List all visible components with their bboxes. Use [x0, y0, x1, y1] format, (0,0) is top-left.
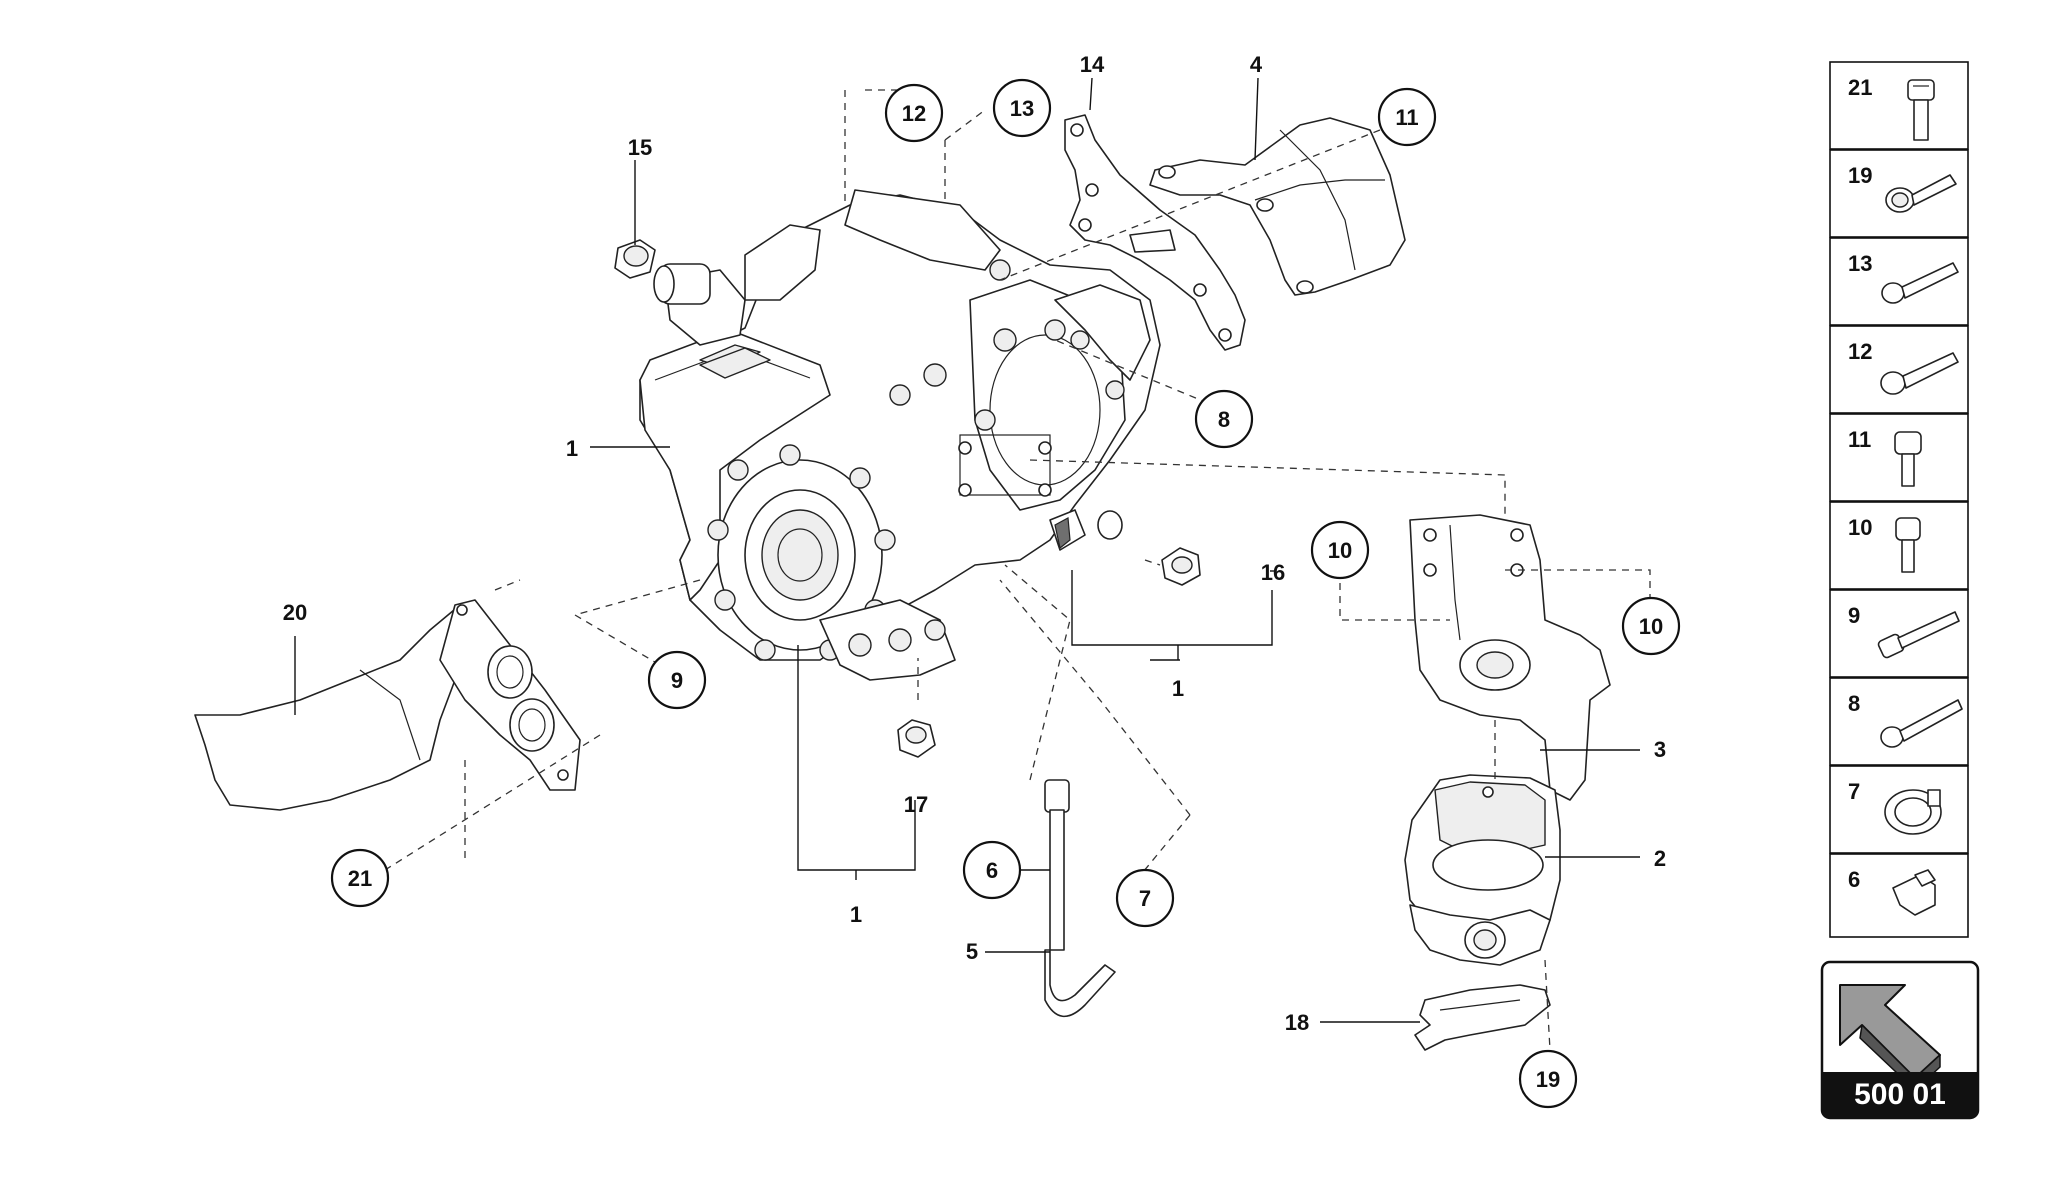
engine-mount-2	[1404, 774, 1561, 966]
svg-text:19: 19	[1848, 163, 1872, 188]
nav-code: 500 01	[1854, 1078, 1946, 1111]
legend-item-9[interactable]: 9	[1829, 589, 1969, 678]
bolt-12-icon	[1880, 352, 1959, 395]
legend-item-11[interactable]: 11	[1829, 413, 1969, 502]
legend-item-19[interactable]: 19	[1829, 149, 1969, 238]
svg-text:9: 9	[671, 668, 683, 693]
plug-17	[897, 719, 936, 758]
bolt-11-icon	[1894, 431, 1922, 487]
clamp-7-icon	[1884, 789, 1942, 835]
callout-8: 8	[1194, 389, 1254, 449]
legend-item-7[interactable]: 7	[1829, 765, 1969, 854]
housing-bosses	[889, 259, 1125, 431]
label-18: 18	[1285, 1010, 1309, 1035]
callout-10-right: 10	[1621, 596, 1681, 656]
label-20: 20	[283, 600, 307, 625]
label-15: 15	[628, 135, 652, 160]
bolt-21-icon	[1907, 79, 1935, 141]
callout-7: 7	[1115, 868, 1175, 928]
svg-text:8: 8	[1218, 407, 1230, 432]
svg-text:12: 12	[902, 101, 926, 126]
svg-text:8: 8	[1848, 691, 1860, 716]
plug-16	[1161, 547, 1201, 586]
fastener-legend: 21 19 13	[1829, 61, 1969, 938]
label-4: 4	[1250, 52, 1263, 77]
legend-item-6[interactable]: 6	[1829, 853, 1969, 938]
legend-item-8[interactable]: 8	[1829, 677, 1969, 766]
dashed-connectors	[384, 89, 1651, 1051]
legend-item-13[interactable]: 13	[1829, 237, 1969, 326]
svg-text:21: 21	[348, 866, 372, 891]
gearbox-housing	[639, 189, 1161, 681]
svg-text:11: 11	[1848, 427, 1871, 452]
svg-text:10: 10	[1328, 538, 1352, 563]
heat-shield-4	[1149, 117, 1406, 296]
label-5: 5	[966, 939, 978, 964]
bracket-14	[1064, 114, 1246, 351]
label-3: 3	[1654, 737, 1666, 762]
mount-bracket-3	[1409, 514, 1611, 801]
circled-callouts: 12 13 11 8 10 10 9 6	[330, 78, 1681, 1109]
svg-text:7: 7	[1848, 779, 1860, 804]
svg-text:11: 11	[1395, 105, 1418, 130]
svg-text:7: 7	[1139, 886, 1151, 911]
part-number-labels: 1 1 1 2 3 4 5 14 15 16 17 18 20	[283, 52, 1666, 1035]
callout-19: 19	[1518, 1049, 1578, 1109]
callout-13: 13	[992, 78, 1052, 138]
heat-shield-20	[194, 599, 581, 811]
bolt-8-icon	[1880, 699, 1963, 748]
svg-text:6: 6	[986, 858, 998, 883]
callout-10-left: 10	[1310, 520, 1370, 580]
callout-11: 11	[1377, 87, 1437, 147]
label-16: 16	[1261, 560, 1285, 585]
label-1-right: 1	[1172, 676, 1184, 701]
callout-12: 12	[884, 83, 944, 143]
legend-item-10[interactable]: 10	[1829, 501, 1969, 590]
svg-text:10: 10	[1639, 614, 1663, 639]
callout-21: 21	[330, 848, 390, 908]
callout-9: 9	[647, 650, 707, 710]
svg-text:19: 19	[1536, 1067, 1560, 1092]
label-1-main: 1	[566, 436, 578, 461]
svg-text:21: 21	[1848, 75, 1872, 100]
label-2: 2	[1654, 846, 1666, 871]
leader-lines	[294, 77, 1640, 1023]
navigation-box[interactable]: 500 01	[1820, 960, 1980, 1120]
plate-18	[1414, 984, 1551, 1051]
legend-item-12[interactable]: 12	[1829, 325, 1969, 414]
svg-text:9: 9	[1848, 603, 1860, 628]
svg-text:6: 6	[1848, 867, 1860, 892]
callout-6: 6	[962, 840, 1022, 900]
svg-text:12: 12	[1848, 339, 1872, 364]
label-17: 17	[904, 792, 928, 817]
clip-6-icon	[1892, 869, 1936, 916]
svg-text:13: 13	[1848, 251, 1872, 276]
bolt-19-icon	[1885, 174, 1957, 213]
bolt-13-icon	[1881, 262, 1959, 304]
bolt-9-icon	[1877, 611, 1960, 659]
legend-item-21[interactable]: 21	[1829, 61, 1969, 150]
bolt-10-icon	[1895, 517, 1921, 573]
pipe-5	[1044, 779, 1116, 1018]
svg-text:13: 13	[1010, 96, 1034, 121]
svg-text:10: 10	[1848, 515, 1872, 540]
label-14: 14	[1080, 52, 1105, 77]
label-1-bottom: 1	[850, 902, 862, 927]
cap-15	[614, 239, 656, 279]
